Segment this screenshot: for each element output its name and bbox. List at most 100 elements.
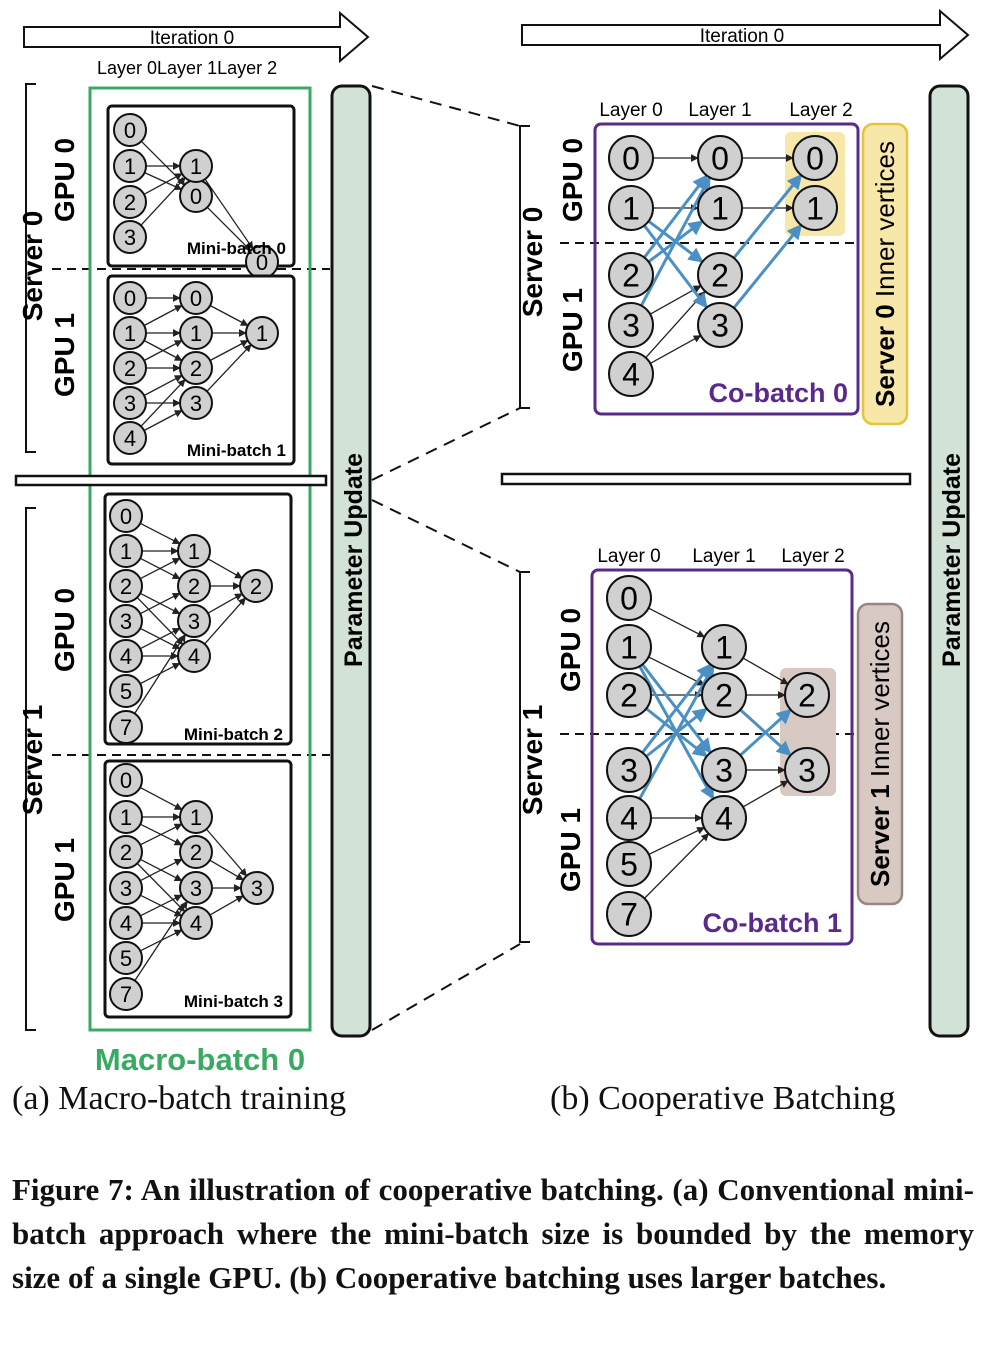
server1-bracket-b xyxy=(519,571,530,943)
node-label: 1 xyxy=(120,805,132,830)
graph-edge xyxy=(143,173,183,195)
layer0-node: 1 xyxy=(109,534,143,568)
layer1-node: 1 xyxy=(697,185,743,231)
graph-edge xyxy=(206,344,252,392)
cooperative-batching-diagram: Iteration 0 Layer 0Layer 1Layer 2 Server… xyxy=(14,8,970,1077)
layer0-node: 4 xyxy=(608,351,654,397)
co-batch-box xyxy=(590,568,854,946)
layer0-node: 3 xyxy=(606,747,652,793)
server0-label-b: Server 0 xyxy=(517,207,548,318)
layer0-node: 2 xyxy=(606,672,652,718)
server-divider-b xyxy=(500,472,912,486)
layer1-node: 0 xyxy=(179,281,213,315)
node-label: 3 xyxy=(124,225,136,250)
server0-label-a: Server 0 xyxy=(17,211,48,322)
inner-vertices-badge xyxy=(861,122,909,426)
graph-edge xyxy=(742,657,789,685)
graph-edge xyxy=(134,633,186,714)
graph-edge xyxy=(144,172,183,191)
node-label: 3 xyxy=(190,391,202,416)
node-label: 7 xyxy=(120,715,132,740)
graph-edge xyxy=(136,862,186,913)
caption-a: (a) Macro-batch training xyxy=(12,1080,347,1117)
node-label: 3 xyxy=(798,753,816,789)
layer0-node: 3 xyxy=(113,386,147,420)
node-label: 0 xyxy=(190,184,202,209)
inner-vertices-text: Inner vertices xyxy=(870,141,900,304)
node-label: 1 xyxy=(120,539,132,564)
graph-edge xyxy=(641,663,712,754)
layer1-node: 1 xyxy=(701,624,747,670)
layer-label: Layer 0 xyxy=(599,100,662,121)
node-label: 1 xyxy=(715,630,733,666)
layer0-node: 1 xyxy=(606,624,652,670)
layer0-node: 0 xyxy=(109,763,143,797)
graph-edge xyxy=(638,664,715,800)
layer0-node: 0 xyxy=(606,575,652,621)
layer0-node: 1 xyxy=(113,316,147,350)
layer1-node: 1 xyxy=(179,149,213,183)
server1-bracket-a xyxy=(25,507,36,1031)
node-label: 0 xyxy=(120,768,132,793)
layer0-node: 4 xyxy=(113,421,147,455)
co-batch-label: Co-batch 1 xyxy=(702,908,842,938)
layer0-node: 3 xyxy=(608,302,654,348)
layer0-node: 5 xyxy=(109,941,143,975)
node-label: 3 xyxy=(124,391,136,416)
node-label: 4 xyxy=(188,644,200,669)
server0-bracket-b xyxy=(519,125,530,409)
mini-batch-label: Mini-batch 1 xyxy=(187,441,286,460)
graph-edge xyxy=(143,374,183,397)
mini-batch-label: Mini-batch 2 xyxy=(184,725,283,744)
iteration-label-b: Iteration 0 xyxy=(700,26,785,47)
graph-edge xyxy=(139,786,183,811)
inner-vertices-badge xyxy=(856,602,904,906)
macro-batch-label: Macro-batch 0 xyxy=(95,1042,305,1077)
node-label: 5 xyxy=(120,679,132,704)
node-label: 1 xyxy=(622,191,640,227)
node-label: 0 xyxy=(620,581,638,617)
layer0-node: 1 xyxy=(109,800,143,834)
node-label: 0 xyxy=(622,141,640,177)
node-label: 2 xyxy=(120,840,132,865)
node-label: 7 xyxy=(620,897,638,933)
layer1-node: 2 xyxy=(697,252,743,298)
layer1-node: 4 xyxy=(701,795,747,841)
node-label: 0 xyxy=(124,118,136,143)
graph-edge xyxy=(143,409,183,432)
node-label: 2 xyxy=(188,574,200,599)
inner-server-name: Server 0 xyxy=(870,304,900,407)
graph-edge xyxy=(143,304,183,327)
layer2-node: 1 xyxy=(792,185,838,231)
graph-edge xyxy=(140,894,183,917)
layer1-node: 2 xyxy=(179,351,213,385)
node-label: 1 xyxy=(806,191,824,227)
graph-edge xyxy=(644,833,710,899)
node-label: 0 xyxy=(124,286,136,311)
panel-a: Iteration 0 Layer 0Layer 1Layer 2 Server… xyxy=(14,10,372,1077)
graph-edge xyxy=(209,859,244,881)
graph-edge xyxy=(140,177,186,226)
node-label: 4 xyxy=(120,644,132,669)
node-label: 1 xyxy=(188,539,200,564)
layer-label: Layer 2 xyxy=(781,546,844,567)
graph-edge xyxy=(649,335,702,364)
layer0-node: 4 xyxy=(109,906,143,940)
server0-bracket-a xyxy=(25,83,36,453)
iteration-label-a: Iteration 0 xyxy=(150,28,235,49)
layer0-node: 3 xyxy=(109,604,143,638)
graph-edge xyxy=(732,173,803,259)
layer1-node: 3 xyxy=(177,604,211,638)
layer0-node: 3 xyxy=(113,220,147,254)
node-label: 2 xyxy=(711,258,729,294)
layer2-node: 2 xyxy=(239,569,273,603)
node-label: 3 xyxy=(715,753,733,789)
layer0-node: 3 xyxy=(109,871,143,905)
node-label: 3 xyxy=(120,876,132,901)
graph-edge xyxy=(139,858,183,882)
graph-edge xyxy=(732,223,803,309)
server-divider-a xyxy=(14,474,328,487)
graph-edge xyxy=(739,708,792,757)
